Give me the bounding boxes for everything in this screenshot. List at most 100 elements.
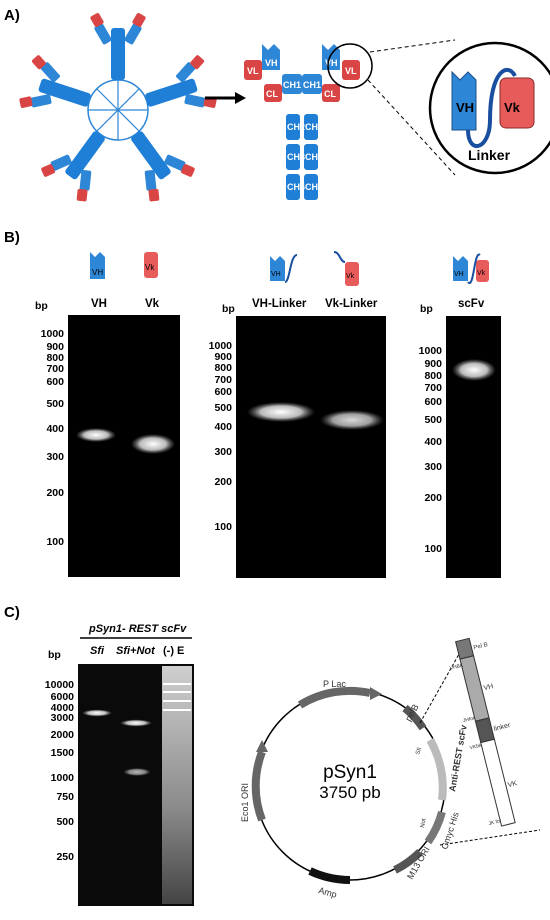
gel2-ladder-900: 900 xyxy=(214,351,232,363)
gelc-bp-unit: bp xyxy=(48,649,61,661)
gelc-ladder-bands xyxy=(163,683,191,711)
gelc-ladder-4000: 4000 xyxy=(51,702,75,714)
gel3-band-scfv xyxy=(452,359,496,381)
gel2-ladder-600: 600 xyxy=(214,386,232,398)
gel1-ladder-900: 900 xyxy=(46,341,64,353)
domain-ch1-left: CH1 xyxy=(283,80,301,90)
insert-linker: linker xyxy=(493,722,512,733)
gel1-ladder-1000: 1000 xyxy=(41,328,65,340)
feature-anti-rest-scfv: Anti-REST scFv xyxy=(447,724,469,792)
gel2-ladder-700: 700 xyxy=(214,374,232,386)
gel1-lane-vh: VH xyxy=(91,298,107,310)
panel-a-label: A) xyxy=(4,7,20,24)
antibody-monomer-illustration: VH VL CL CH1 VH VL CL CH1 CH2 CH2 CH3 CH… xyxy=(244,43,373,200)
gel2-band-vk-linker xyxy=(320,410,384,430)
svg-text:Vk: Vk xyxy=(145,263,155,272)
gel3-ladder-300: 300 xyxy=(424,461,442,473)
feature-plac: P Lac xyxy=(323,679,346,689)
gelc-ladder-750: 750 xyxy=(56,791,74,803)
gel1-ladder-300: 300 xyxy=(46,451,64,463)
gelc-band-sfi-not-upper xyxy=(120,719,152,727)
svg-text:Vk: Vk xyxy=(477,270,486,277)
scfv-vk-label: Vk xyxy=(504,100,521,115)
gelc-lane-sfi-not: Sfi+Not xyxy=(116,645,156,657)
scfv-vh-label: VH xyxy=(456,100,474,115)
gel2-ladder-400: 400 xyxy=(214,421,232,433)
plasmid-name: pSyn1 xyxy=(323,762,377,783)
arrow-icon xyxy=(205,92,246,104)
gel3-ladder-200: 200 xyxy=(424,492,442,504)
panel-b-label: B) xyxy=(4,229,20,246)
svg-text:VH: VH xyxy=(92,268,103,277)
domain-vh-right: VH xyxy=(325,58,338,68)
gel3-lane-scfv: scFv xyxy=(458,298,485,310)
plasmid-map: P Lac pelB Anti-REST scFv Cmyc His M13 O… xyxy=(240,679,469,900)
gel2-ladder-800: 800 xyxy=(214,362,232,374)
gel3-ladder-1000: 1000 xyxy=(419,345,443,357)
gel3-ladder-700: 700 xyxy=(424,382,442,394)
igm-pentamer-illustration xyxy=(16,13,220,206)
gelc-ladder-3000: 3000 xyxy=(51,712,75,724)
gel1-lane-vk: Vk xyxy=(145,298,160,310)
gel2-ladder-500: 500 xyxy=(214,402,232,414)
gel2-ladder-200: 200 xyxy=(214,476,232,488)
feature-amp: Amp xyxy=(317,885,337,899)
domain-ch1-right: CH1 xyxy=(303,80,321,90)
gelc-ladder-6000: 6000 xyxy=(51,691,75,703)
gel3-ladder-900: 900 xyxy=(424,358,442,370)
plasmid-size: 3750 pb xyxy=(319,783,380,802)
gel3-image xyxy=(446,316,501,578)
gelc-band-sfi-not-lower xyxy=(123,768,151,776)
gel1-band-vh xyxy=(76,428,116,442)
domain-ch2-r: CH2 xyxy=(305,122,323,132)
domain-ch3-l: CH3 xyxy=(287,152,305,162)
domain-vh-left: VH xyxy=(265,58,278,68)
gel2-band-vh-linker xyxy=(247,402,315,422)
gel2-lane-vh-linker: VH-Linker xyxy=(252,298,307,310)
domain-ch4-l: CH4 xyxy=(287,182,305,192)
scfv-zoom-illustration: VH Vk Linker xyxy=(367,39,550,176)
panel-c-title: pSyn1- REST scFv xyxy=(88,623,187,635)
vk-linker-icon: Vk xyxy=(333,251,359,286)
feature-eco1-ori: Eco1 ORI xyxy=(240,783,250,822)
gelc-ladder-250: 250 xyxy=(56,851,74,863)
gelc-lane-sfi: Sfi xyxy=(90,645,105,657)
gel1-ladder-100: 100 xyxy=(46,536,64,548)
svg-text:Vk: Vk xyxy=(346,273,355,280)
domain-ch3-r: CH3 xyxy=(305,152,323,162)
site-sfi: Sfi xyxy=(415,747,423,756)
panel-c-label: C) xyxy=(4,604,20,621)
gelc-ladder-1000: 1000 xyxy=(51,772,75,784)
vk-icon: Vk xyxy=(144,252,158,278)
insert-pelb: Pel B xyxy=(473,642,488,651)
gel1-ladder-400: 400 xyxy=(46,423,64,435)
gel1-ladder-600: 600 xyxy=(46,376,64,388)
gel1-band-vk xyxy=(131,434,175,454)
gel3-ladder-500: 500 xyxy=(424,414,442,426)
gel1-ladder-200: 200 xyxy=(46,487,64,499)
domain-vl-left: VL xyxy=(247,66,259,76)
site-not: Not xyxy=(420,818,428,829)
gel3-ladder-100: 100 xyxy=(424,543,442,555)
domain-ch4-r: CH4 xyxy=(305,182,323,192)
scfv-icon: VH Vk xyxy=(453,253,489,284)
domain-cl-left: CL xyxy=(266,89,278,99)
gel1-ladder-800: 800 xyxy=(46,352,64,364)
svg-text:VH: VH xyxy=(454,271,464,278)
gelc-band-sfi xyxy=(82,709,112,717)
gel2-lane-vk-linker: Vk-Linker xyxy=(325,298,378,310)
gel3-ladder-800: 800 xyxy=(424,370,442,382)
gel2-bp-unit: bp xyxy=(222,303,235,315)
gel1-ladder-700: 700 xyxy=(46,363,64,375)
insert-vh: VH xyxy=(483,683,494,692)
gel1-ladder-500: 500 xyxy=(46,398,64,410)
gelc-ladder-500: 500 xyxy=(56,816,74,828)
vh-icon: VH xyxy=(90,252,105,279)
insert-vk: VK xyxy=(507,780,518,789)
svg-text:VH: VH xyxy=(271,271,281,278)
insert-jkfor: JK for xyxy=(488,818,502,827)
gelc-ladder-2000: 2000 xyxy=(51,729,75,741)
gelc-ladder-1500: 1500 xyxy=(51,747,75,759)
gelc-ladder-10000: 10000 xyxy=(45,679,74,691)
